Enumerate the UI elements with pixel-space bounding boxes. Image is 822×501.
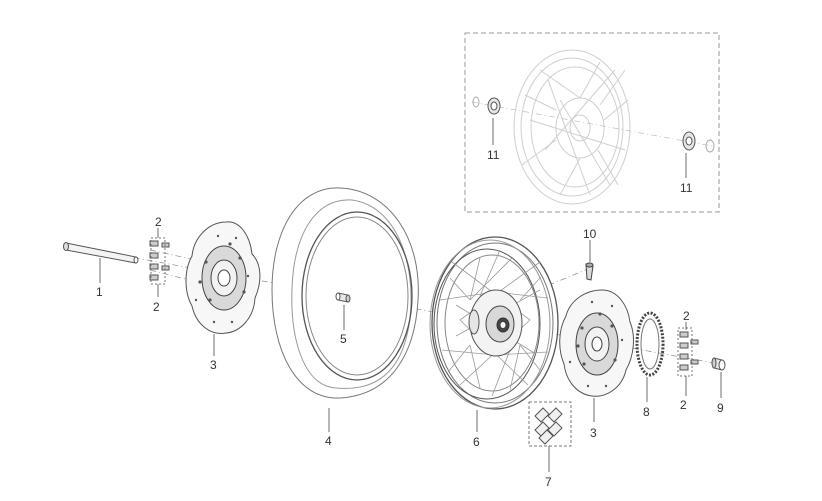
- spoked-wheel: [429, 236, 559, 410]
- label-disc-left: 3: [210, 358, 217, 372]
- label-weights: 7: [545, 475, 552, 489]
- label-bolts-bottom-left: 2: [153, 300, 160, 314]
- brake-disc-left: [185, 221, 261, 334]
- wheel-bush: [711, 357, 726, 371]
- label-bearing-right: 11: [680, 181, 693, 195]
- axle: [63, 242, 139, 264]
- label-tyre: 4: [325, 434, 332, 448]
- bearing-right: [682, 131, 696, 151]
- label-disc-right: 3: [590, 426, 597, 440]
- label-spacer: 5: [340, 332, 347, 346]
- inset-washer-left: [472, 96, 480, 108]
- label-bolts-top-left: 2: [155, 215, 162, 229]
- label-bolts-bottom-right: 2: [680, 398, 687, 412]
- tyre-valve: [585, 262, 594, 281]
- inset-wheel-ghost: [513, 49, 631, 205]
- bearing-detail-inset: 11 11: [464, 32, 720, 213]
- spacer: [335, 292, 351, 303]
- tyre: [271, 187, 419, 399]
- label-bush: 9: [717, 401, 724, 415]
- label-bearing-left: 11: [487, 148, 500, 162]
- label-bolts-top-right: 2: [683, 309, 690, 323]
- label-axle: 1: [96, 285, 103, 299]
- bearing-left: [487, 97, 501, 115]
- sprocket-ring: [635, 311, 665, 377]
- label-wheel: 6: [473, 435, 480, 449]
- label-sprocket: 8: [643, 405, 650, 419]
- disc-bolts-right: [677, 327, 699, 377]
- inset-washer-right: [705, 139, 715, 153]
- disc-bolts-left: [149, 237, 170, 285]
- label-valve: 10: [583, 227, 597, 241]
- balance-weights: [528, 401, 572, 447]
- brake-disc-right: [559, 289, 634, 397]
